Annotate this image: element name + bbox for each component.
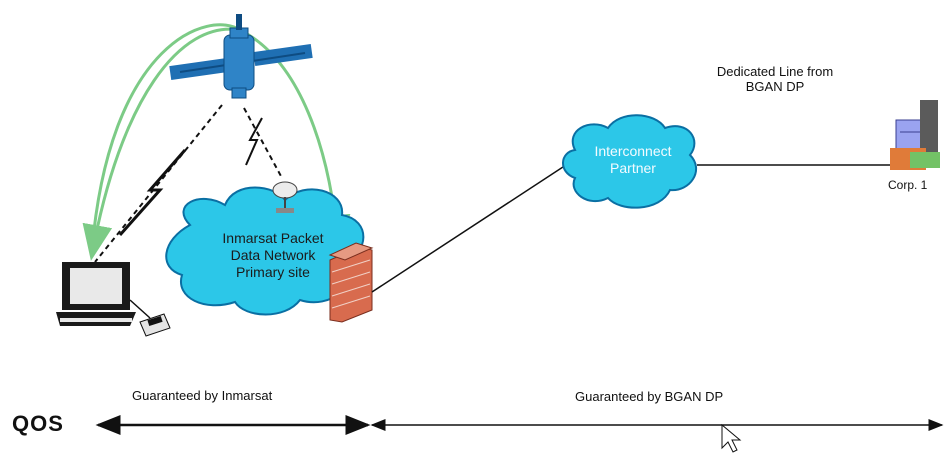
mouse-cursor-icon [721,423,742,453]
firewall-icon [328,242,374,323]
interconnect-cloud [562,114,697,209]
dedicated-line-label-line1: Dedicated Line from [716,64,834,79]
signal-arc-green-left [82,27,241,261]
link-firewall-interconnect [371,164,567,293]
dish-antenna-icon [272,181,298,213]
dedicated-line-label-line2: BGAN DP [745,79,805,94]
link-satellite-dish [243,107,283,179]
inmarsat-cloud-label-line1: Inmarsat Packet [222,230,324,246]
qos-title: QOS [12,411,64,436]
guaranteed-inmarsat-label: Guaranteed by Inmarsat [132,388,273,403]
phone-icon [139,313,171,337]
guaranteed-bgan-label: Guaranteed by BGAN DP [575,389,724,404]
inmarsat-cloud-label-line3: Primary site [236,264,310,280]
interconnect-cloud-label-line2: Partner [610,160,656,176]
link-satellite-laptop [94,104,223,263]
lightning-bolt-center [245,117,263,166]
lightning-bolt-left [118,149,187,236]
laptop-icon [56,262,136,326]
link-laptop-phone [129,299,151,319]
corp-label: Corp. 1 [888,178,928,192]
dedicated-line-label: Dedicated Line from BGAN DP [690,64,860,94]
satellite-icon [169,14,313,99]
inmarsat-cloud-label: Inmarsat Packet Data Network Primary sit… [198,230,348,281]
interconnect-cloud-label: Interconnect Partner [578,143,688,177]
corporate-building-icon [890,100,940,170]
inmarsat-cloud-label-line2: Data Network [230,247,316,263]
interconnect-cloud-label-line1: Interconnect [594,143,672,159]
